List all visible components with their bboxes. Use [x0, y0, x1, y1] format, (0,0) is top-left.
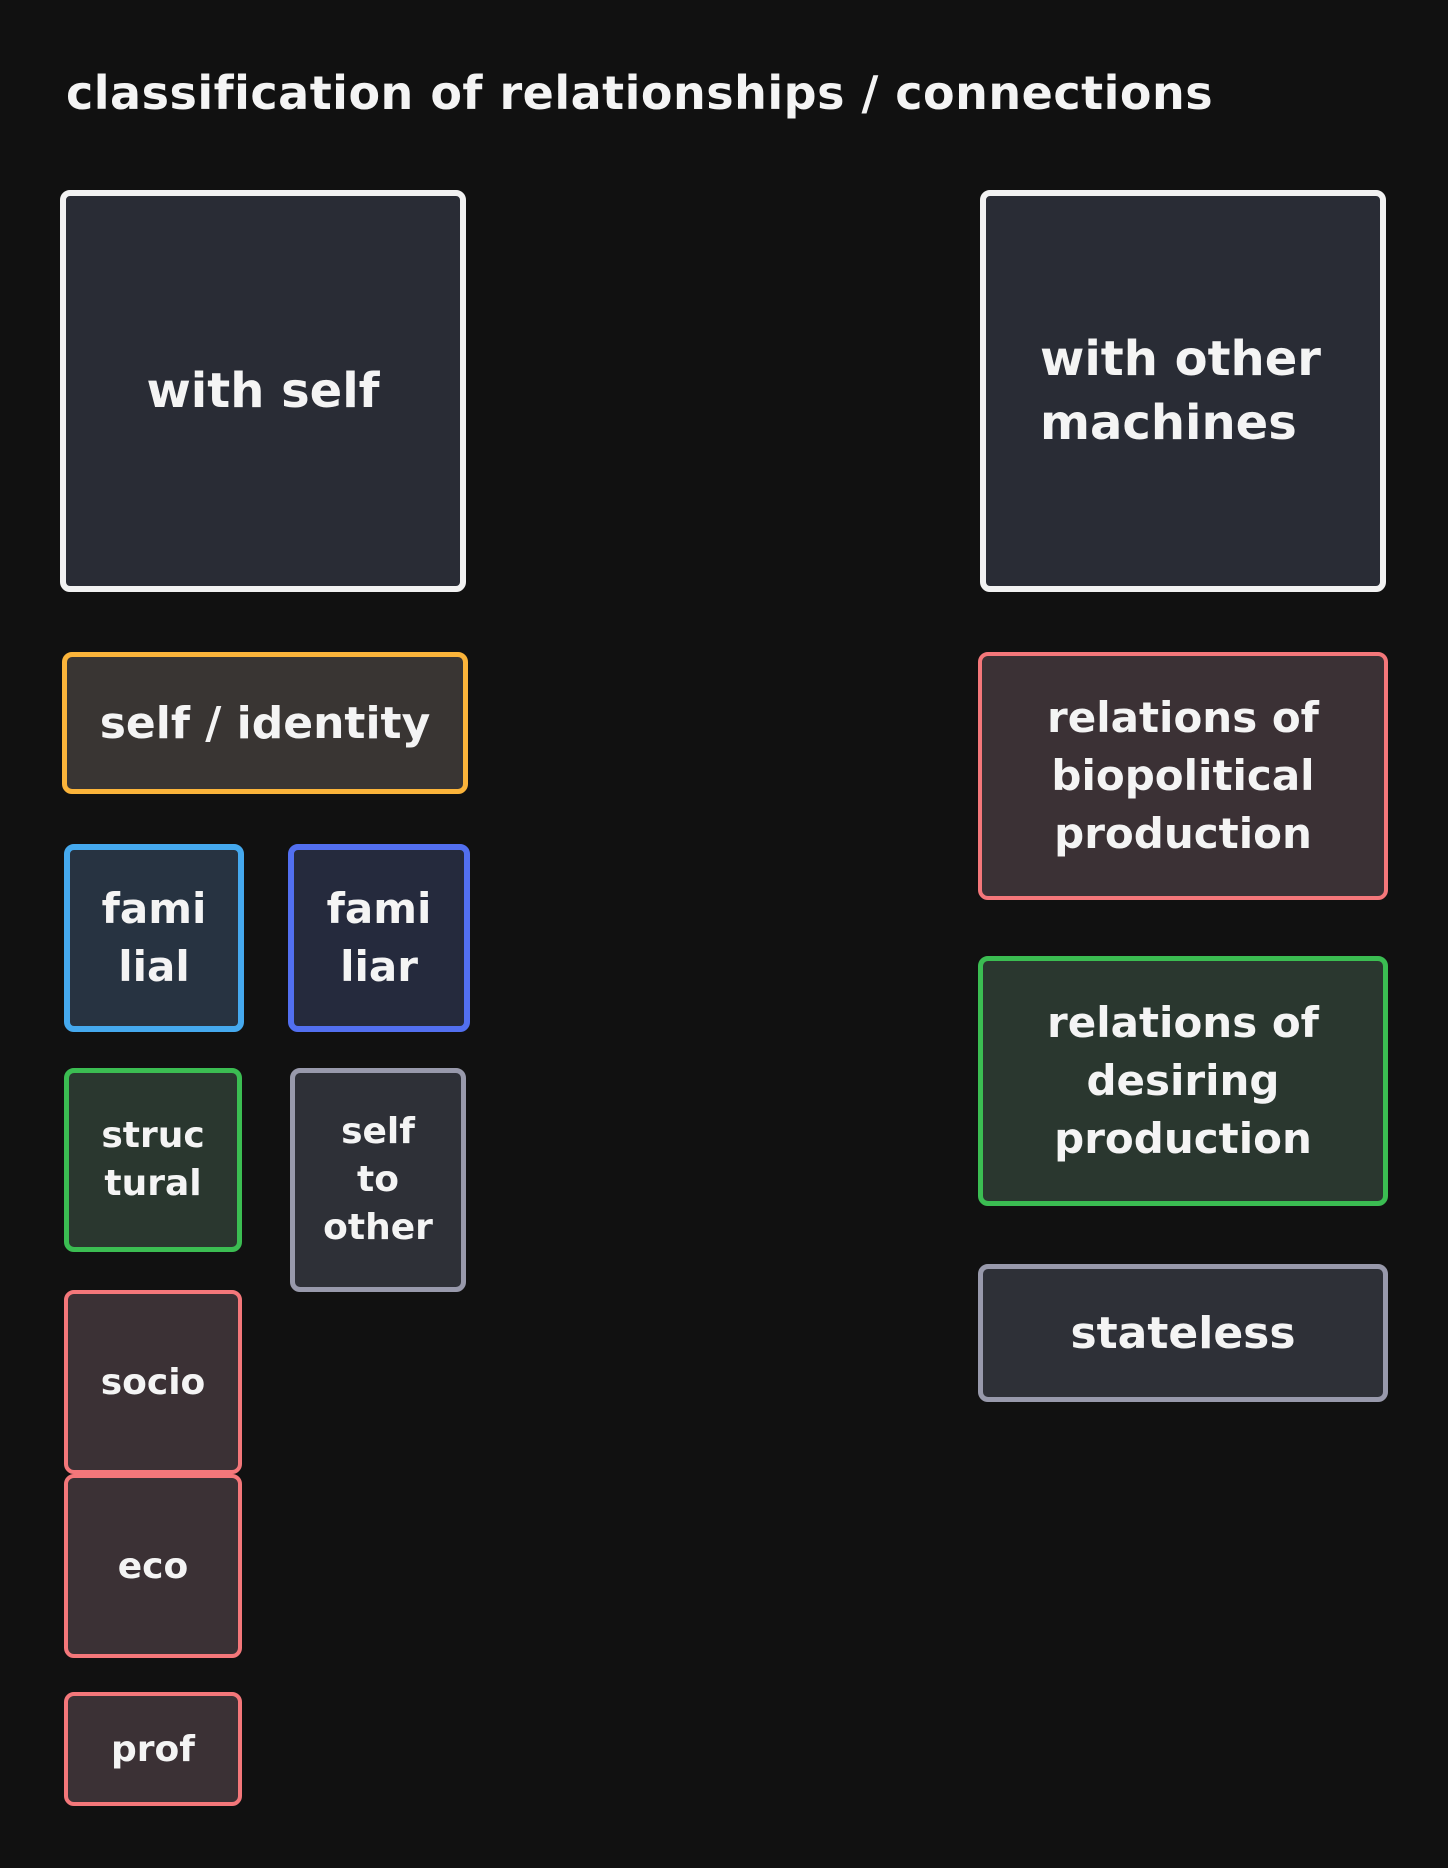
node-familiar[interactable]: fami liar	[288, 844, 470, 1032]
node-self-identity[interactable]: self / identity	[62, 652, 468, 794]
node-label: self to other	[323, 1111, 433, 1248]
node-label: relations of biopolitical production	[1047, 693, 1319, 858]
node-structural[interactable]: struc tural	[64, 1068, 242, 1252]
node-with-self[interactable]: with self	[60, 190, 466, 592]
node-relations-biopolitical[interactable]: relations of biopolitical production	[978, 652, 1388, 900]
node-label: stateless	[1070, 1307, 1296, 1359]
node-label: with self	[146, 363, 380, 419]
node-socio[interactable]: socio	[64, 1290, 242, 1474]
node-label: prof	[111, 1728, 195, 1770]
node-label: fami liar	[326, 884, 432, 991]
node-label: self / identity	[99, 697, 431, 749]
node-label: with other machines	[1040, 331, 1321, 451]
node-label: eco	[117, 1545, 189, 1587]
node-label: socio	[100, 1361, 206, 1403]
node-prof[interactable]: prof	[64, 1692, 242, 1806]
node-label: struc tural	[101, 1115, 205, 1204]
node-self-to-other[interactable]: self to other	[290, 1068, 466, 1292]
node-familial[interactable]: fami lial	[64, 844, 244, 1032]
node-relations-desiring[interactable]: relations of desiring production	[978, 956, 1388, 1206]
node-label: fami lial	[101, 884, 207, 991]
node-stateless[interactable]: stateless	[978, 1264, 1388, 1402]
node-label: relations of desiring production	[1047, 998, 1319, 1163]
node-eco[interactable]: eco	[64, 1474, 242, 1658]
node-with-other-machines[interactable]: with other machines	[980, 190, 1386, 592]
page-title: classification of relationships / connec…	[66, 66, 1214, 120]
